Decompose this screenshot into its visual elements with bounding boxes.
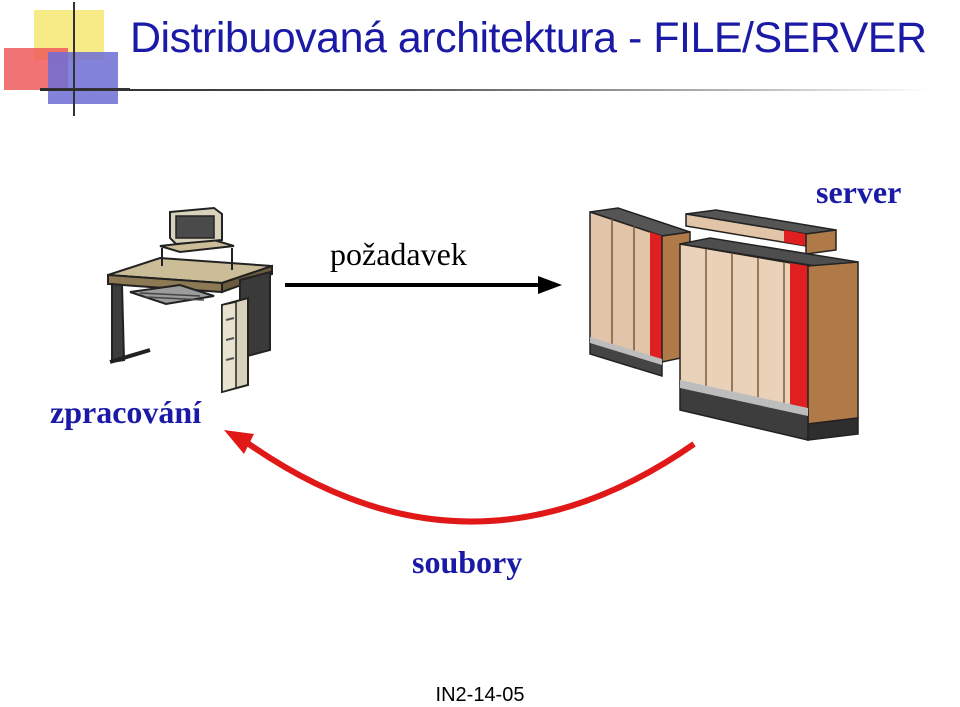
processing-label: zpracování <box>50 394 201 431</box>
files-label: soubory <box>412 544 522 581</box>
request-arrow <box>285 276 562 294</box>
slide-footer: IN2-14-05 <box>0 684 960 707</box>
corner-logo <box>4 2 130 116</box>
server-icon <box>590 208 858 440</box>
files-arrow <box>224 430 694 522</box>
slide-title: Distribuovaná architektura - FILE/SERVER <box>130 14 927 63</box>
request-label: požadavek <box>330 236 467 273</box>
workstation-icon <box>108 208 272 392</box>
server-label: server <box>816 174 901 211</box>
title-divider <box>40 89 930 91</box>
